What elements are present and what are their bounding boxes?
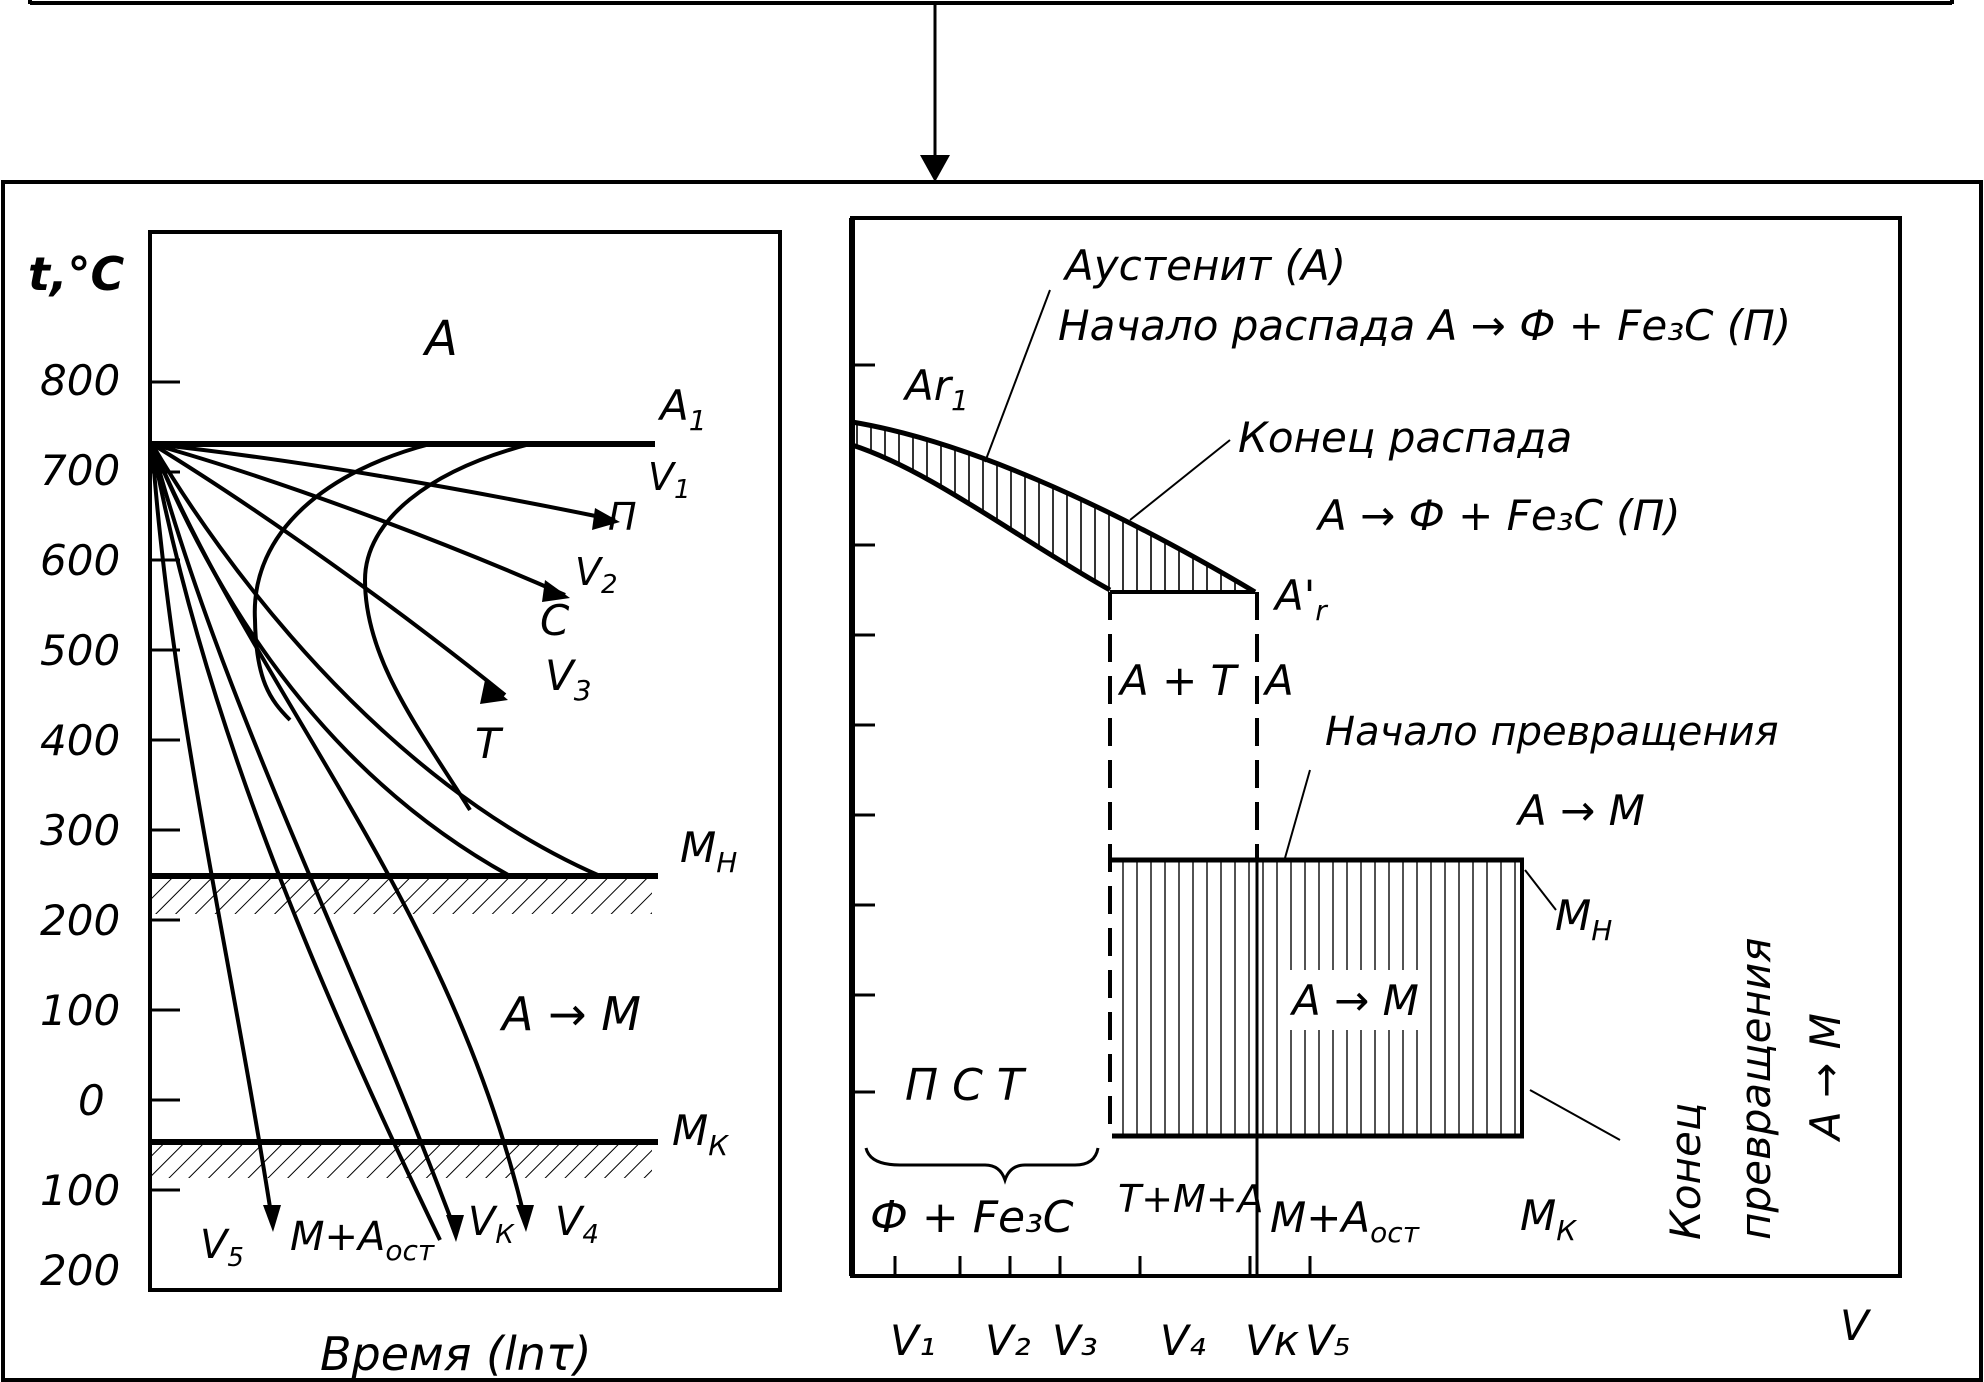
cooling-curve-t1 — [150, 442, 601, 878]
y-tick-700: 700 — [40, 446, 120, 495]
left-diagram: t,°C 800 700 600 500 400 300 200 100 0 1… — [28, 230, 782, 1381]
v2-label: V2 — [575, 550, 618, 600]
y-tick-500: 500 — [40, 626, 120, 675]
v5-label: V5 — [200, 1222, 244, 1273]
x-axis-label-right: V — [1840, 1301, 1872, 1350]
mk-label: MК — [672, 1106, 729, 1162]
y-axis-label: t,°C — [28, 247, 124, 301]
left-y-ticks — [150, 380, 180, 1192]
y-tick-200: 200 — [40, 896, 120, 945]
left-plot-frame — [148, 230, 782, 1292]
t-label: Т — [475, 719, 504, 768]
s-label: С — [540, 596, 570, 645]
arrowhead-s — [542, 580, 570, 602]
cooling-curve-ma — [150, 443, 442, 1241]
end-trans-label-3: A → M — [1801, 1013, 1850, 1143]
mk-label-right: MК — [1520, 1191, 1577, 1247]
arrowhead-t — [480, 680, 508, 704]
v4-label: V4 — [555, 1199, 599, 1250]
arrowhead-vk — [446, 1215, 464, 1242]
v1-label: V1 — [648, 455, 691, 505]
region-a-label: A — [422, 311, 458, 367]
m-a-ost-right-label: M+Aост — [1270, 1193, 1420, 1249]
down-arrow-icon — [920, 155, 950, 182]
a-to-m-mid-label: A → M — [1289, 976, 1419, 1025]
end-decomp-label-1: Конец распада — [1238, 413, 1572, 462]
ar1-prime-label: A'r — [1272, 571, 1328, 627]
austenite-label: Аустенит (А) — [1062, 241, 1346, 290]
cooling-curve-v1 — [151, 442, 616, 522]
y-tick-labels: 800 700 600 500 400 300 200 100 0 100 20… — [40, 356, 120, 1295]
pst-label: П С Т — [905, 1060, 1027, 1111]
end-trans-label-1: Конец — [1661, 1103, 1710, 1240]
mn-label-right: MН — [1555, 891, 1612, 947]
arrowhead-v5 — [263, 1205, 281, 1232]
a-to-m-label: A → M — [499, 987, 641, 1041]
cooling-curve-v4 — [150, 443, 527, 1221]
end-trans-vertical-label: Конец превращения A → M — [1661, 937, 1850, 1240]
connector — [28, 0, 1954, 182]
right-x-labels: V₁ V₂ V₃ V₄ Vк V₅ V — [890, 1301, 1872, 1365]
p-label: П — [608, 495, 637, 539]
start-decomp-label: Начало распада A → Ф + Fe₃C (П) — [1058, 301, 1791, 350]
cooling-curve-vk — [150, 443, 457, 1231]
outer-frame — [1, 180, 1983, 1382]
y-tick-neg200: 200 — [40, 1246, 120, 1295]
cooling-curve-v3 — [150, 442, 507, 697]
cooling-curve-v5 — [150, 443, 274, 1221]
x-label-v4: V₄ — [1160, 1316, 1206, 1365]
end-transformation-curve — [362, 442, 531, 812]
a1-label: A1 — [657, 381, 707, 437]
arrowhead-v4 — [516, 1205, 534, 1232]
mn-hatch — [152, 876, 652, 914]
mn-label: MН — [680, 823, 737, 879]
y-tick-0: 0 — [78, 1076, 105, 1125]
y-tick-600: 600 — [40, 536, 120, 585]
x-label-v5: V₅ — [1305, 1316, 1351, 1365]
a-to-m-mid-bg — [1290, 970, 1420, 1030]
y-tick-400: 400 — [40, 716, 120, 765]
arrowhead-p — [592, 508, 620, 530]
a-to-m-top-label: A → M — [1515, 786, 1645, 835]
ferrite-cementite-label: Ф + Fe₃C — [870, 1192, 1074, 1243]
vk-label: VК — [468, 1199, 515, 1250]
v3-label: V3 — [545, 651, 592, 707]
cooling-curves — [150, 442, 616, 1241]
end-decomp-curve — [851, 442, 1112, 593]
curve-arrowheads — [263, 508, 620, 1242]
t-m-a-label: T+M+A — [1118, 1177, 1264, 1221]
m-a-ost-label: M+Aост — [290, 1214, 435, 1267]
a-label-right: A — [1262, 656, 1294, 705]
cooling-curve-v2 — [151, 442, 566, 597]
right-x-ticks — [893, 1256, 1312, 1276]
x-label-v1: V₁ — [890, 1316, 936, 1365]
x-axis-label-left: Время (lnτ) — [320, 1327, 592, 1381]
start-trans-label: Начало превращения — [1325, 709, 1779, 755]
y-tick-neg100: 100 — [40, 1166, 120, 1215]
end-decomp-label-2: A → Ф + Fe₃C (П) — [1315, 491, 1681, 540]
start-decomp-curve — [851, 419, 1257, 595]
decomposition-band — [852, 422, 1255, 592]
start-transformation-curve — [252, 442, 431, 722]
y-tick-800: 800 — [40, 356, 120, 405]
y-tick-300: 300 — [40, 806, 120, 855]
right-diagram: Аустенит (А) Начало распада A → Ф + Fe₃C… — [849, 216, 1902, 1365]
leader-lines — [984, 289, 1621, 1141]
end-trans-label-2: превращения — [1731, 937, 1780, 1240]
ar1-label: Ar1 — [902, 361, 969, 417]
a-plus-t-label: A + T — [1117, 656, 1240, 705]
right-y-ticks — [852, 363, 875, 1094]
pst-brace — [864, 1147, 1100, 1185]
x-label-v2: V₂ — [985, 1316, 1031, 1365]
x-label-v3: V₃ — [1052, 1316, 1098, 1365]
x-label-vk: Vк — [1245, 1316, 1300, 1365]
y-tick-100: 100 — [40, 986, 120, 1035]
